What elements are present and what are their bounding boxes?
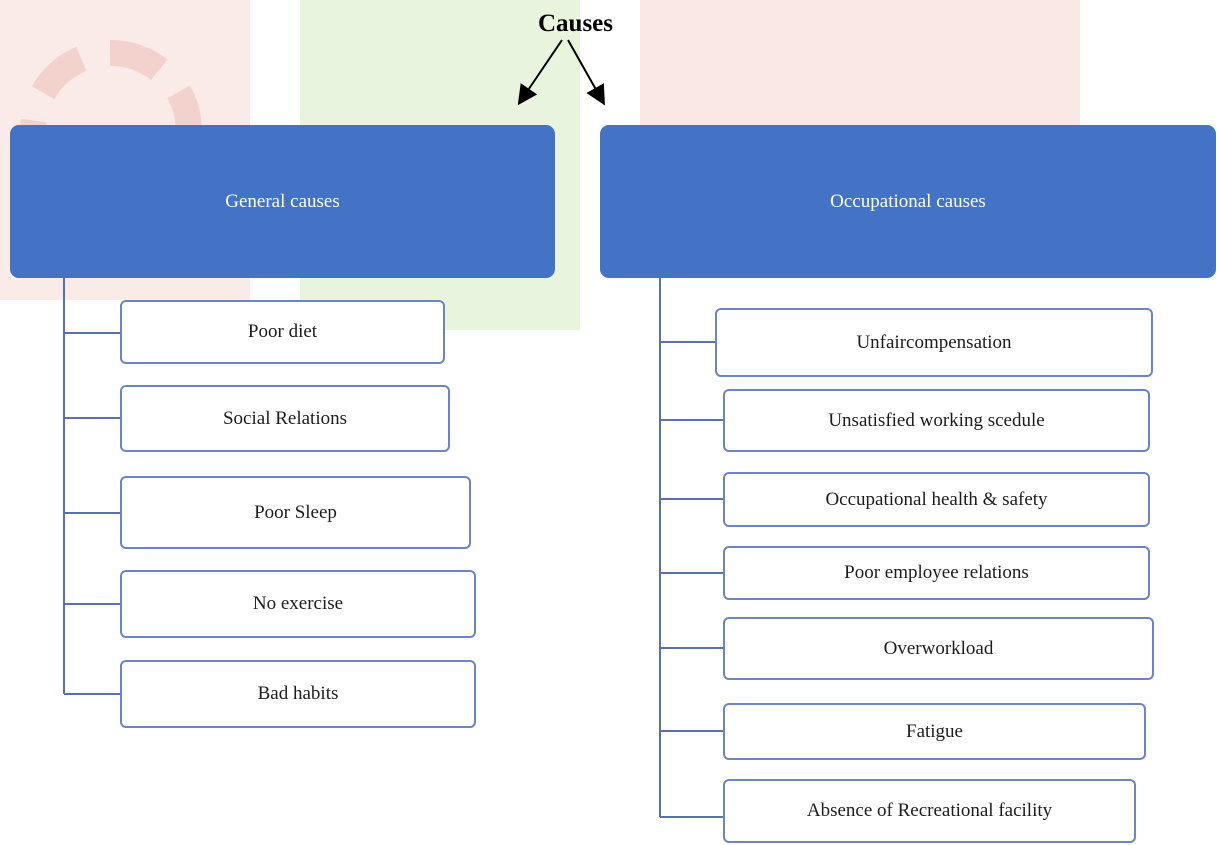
- occupational-item-recreational-facility: Absence of Recreational facility: [723, 779, 1136, 843]
- occupational-connectors: [659, 278, 723, 818]
- occupational-item-working-schedule: Unsatisfied working scedule: [723, 389, 1150, 452]
- root-title: Causes: [538, 10, 614, 37]
- occupational-item-unfair-compensation: Unfaircompensation: [715, 308, 1153, 377]
- occupational-item-employee-relations: Poor employee relations: [723, 546, 1150, 600]
- general-connectors: [63, 278, 120, 695]
- general-item-social-relations: Social Relations: [120, 385, 450, 452]
- general-item-poor-diet: Poor diet: [120, 300, 445, 364]
- occupational-item-overworkload: Overworkload: [723, 617, 1154, 680]
- general-item-no-exercise: No exercise: [120, 570, 476, 638]
- arrow-to-general: [517, 39, 563, 106]
- arrow-to-occupational: [567, 39, 605, 106]
- watermark-logo-red-right: [640, 0, 1080, 140]
- occupational-item-fatigue: Fatigue: [723, 703, 1146, 760]
- general-causes-box: General causes: [10, 125, 555, 278]
- general-item-poor-sleep: Poor Sleep: [120, 476, 471, 549]
- general-item-bad-habits: Bad habits: [120, 660, 476, 728]
- occupational-item-health-safety: Occupational health & safety: [723, 472, 1150, 527]
- occupational-causes-box: Occupational causes: [600, 125, 1216, 278]
